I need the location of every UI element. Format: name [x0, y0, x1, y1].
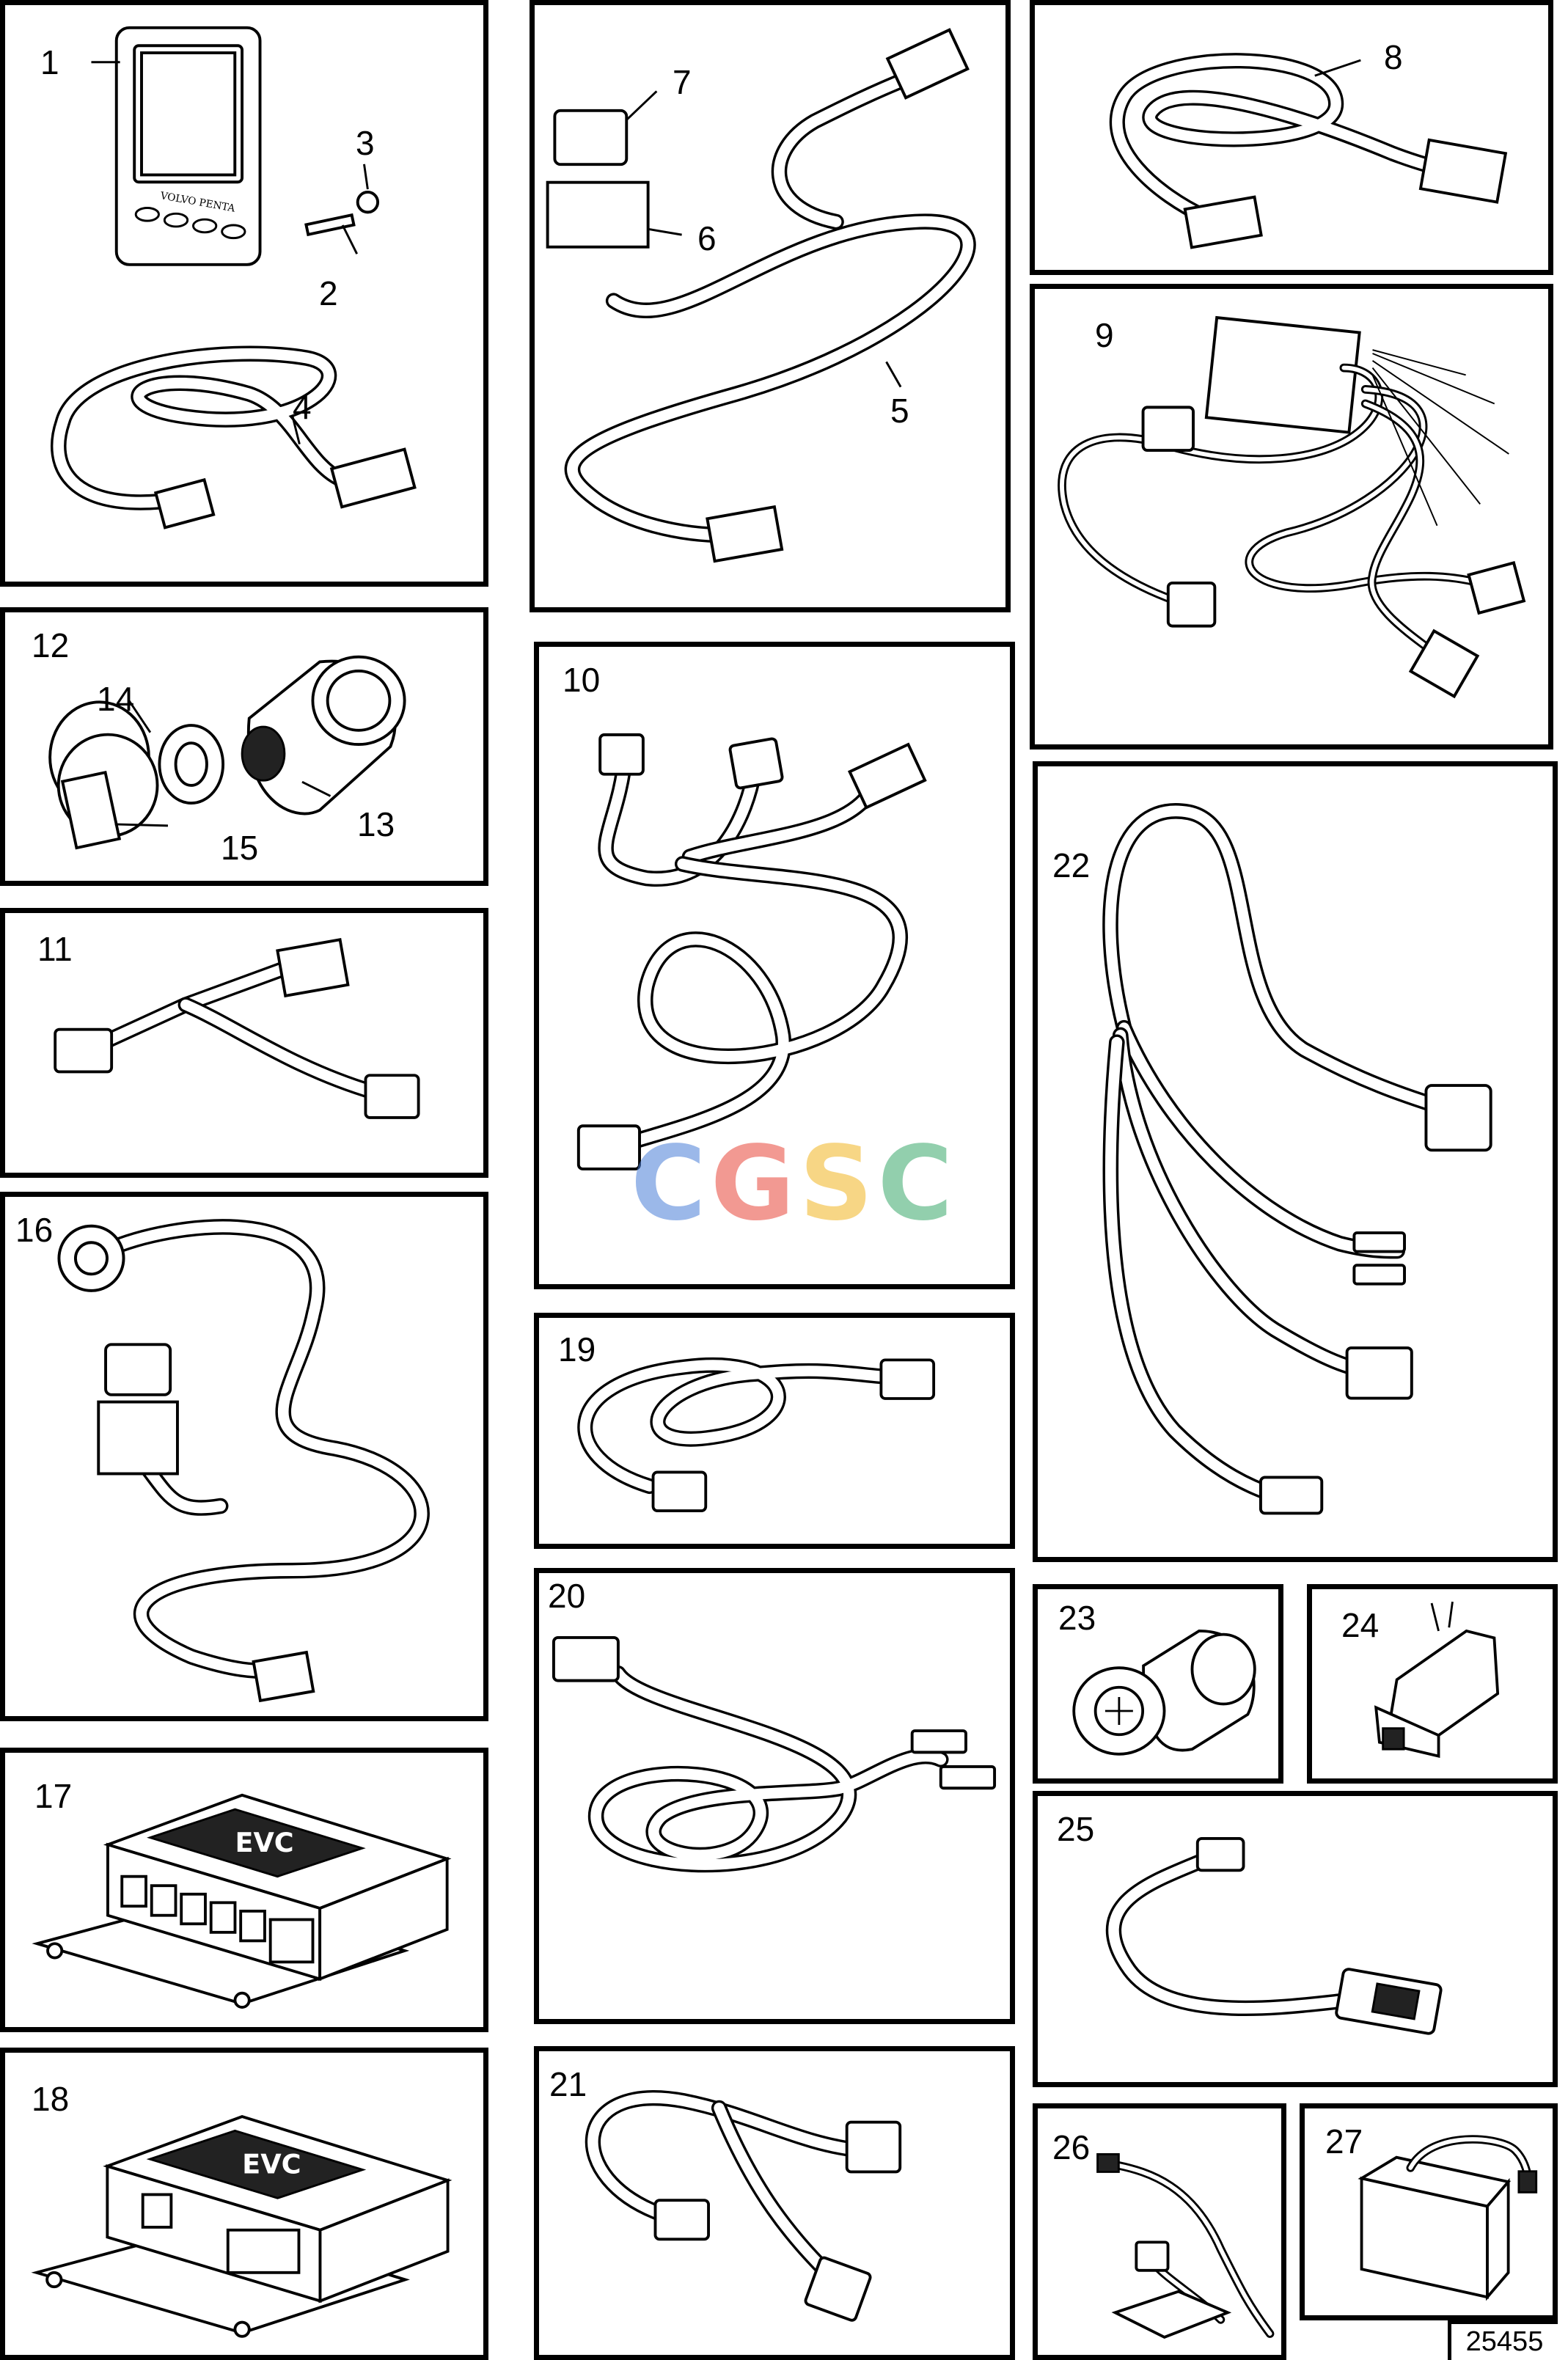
callout-19: 19	[558, 1330, 596, 1368]
panel-cable-26: 26	[1033, 2103, 1286, 2360]
callout-9: 9	[1095, 316, 1114, 354]
panel-module-18: EVC 18	[0, 2048, 488, 2360]
watermark-letter-3: S	[799, 1124, 873, 1244]
panel-display-kit: VOLVO PENTA 1 3 2 4	[0, 0, 488, 587]
panel-harness-9: 9	[1030, 284, 1553, 750]
callout-7: 7	[673, 63, 692, 101]
panel-y-cable-11: 11	[0, 908, 488, 1178]
panel-cable-19: 19	[534, 1313, 1015, 1549]
panel-sensor-24: 24	[1307, 1584, 1558, 1784]
panel-cable-8: 8	[1030, 0, 1553, 275]
watermark-letter-1: C	[631, 1124, 706, 1244]
callout-20: 20	[548, 1577, 586, 1615]
panel-y-cable-21: 21	[534, 2046, 1015, 2360]
callout-2: 2	[319, 274, 338, 312]
callout-6: 6	[697, 219, 717, 257]
module-label: EVC	[235, 1827, 293, 1858]
callout-3: 3	[356, 124, 375, 162]
callout-16: 16	[15, 1211, 54, 1249]
callout-18: 18	[32, 2080, 70, 2118]
callout-4: 4	[293, 388, 312, 426]
callout-21: 21	[549, 2065, 587, 2103]
panel-socket-kit: 12 14 13 15	[0, 607, 488, 886]
callout-26: 26	[1052, 2128, 1091, 2166]
callout-22: 22	[1052, 846, 1091, 884]
callout-11: 11	[37, 930, 73, 968]
callout-5: 5	[890, 392, 909, 430]
panel-harness-16: 16	[0, 1192, 488, 1721]
panel-harness-22: 22	[1033, 761, 1558, 1562]
panel-module-17: EVC 17	[0, 1748, 488, 2032]
callout-13: 13	[357, 805, 395, 843]
module-label-2: EVC	[242, 2148, 301, 2180]
panel-socket-23: 23	[1033, 1584, 1283, 1784]
figure-reference-number: 25455	[1448, 2320, 1558, 2360]
callout-8: 8	[1384, 38, 1403, 76]
panel-module-27: 27	[1300, 2103, 1558, 2320]
callout-1: 1	[40, 43, 59, 81]
panel-cable-20: 20	[534, 1568, 1015, 2024]
watermark-letter-2: G	[710, 1124, 795, 1244]
callout-23: 23	[1058, 1599, 1096, 1637]
callout-27: 27	[1325, 2122, 1363, 2161]
callout-24: 24	[1341, 1606, 1380, 1644]
callout-17: 17	[34, 1777, 73, 1815]
callout-15: 15	[221, 829, 259, 867]
panel-harness-10: 10	[534, 642, 1015, 1289]
watermark-logo: C G S C	[631, 1124, 953, 1244]
callout-14: 14	[97, 680, 135, 718]
callout-10: 10	[563, 661, 601, 699]
panel-cable-25: 25	[1033, 1791, 1558, 2087]
callout-25: 25	[1057, 1810, 1095, 1848]
watermark-letter-4: C	[877, 1124, 953, 1244]
panel-relay-harness: 7 6 5	[530, 0, 1011, 612]
callout-12: 12	[32, 626, 70, 664]
